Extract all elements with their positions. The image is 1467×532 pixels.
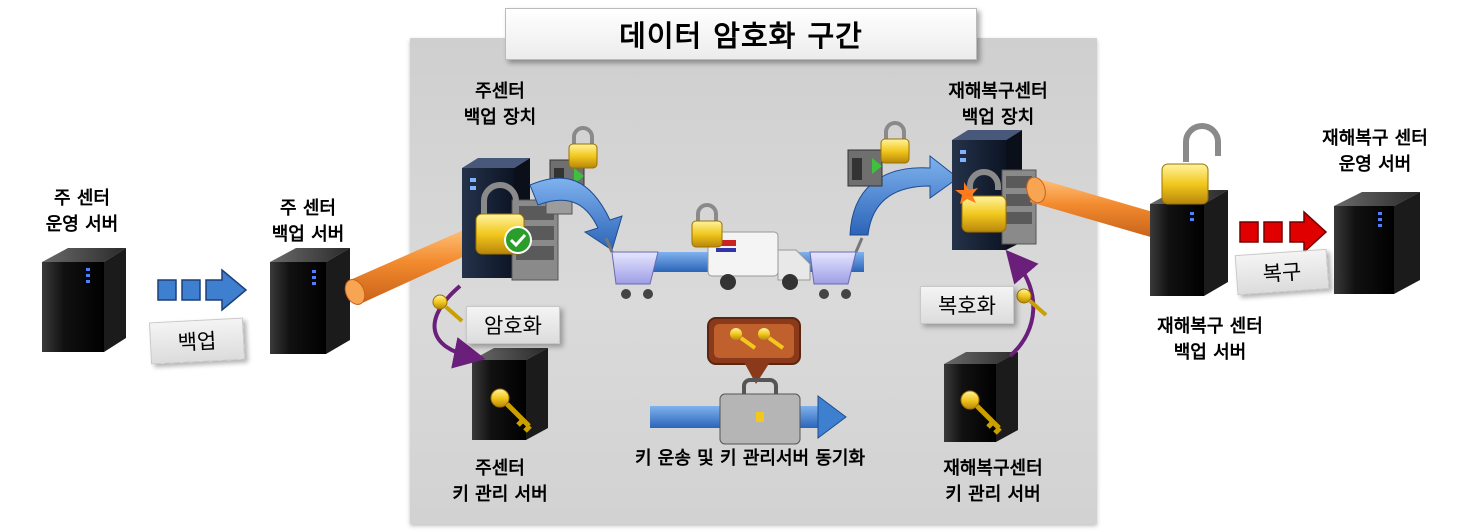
- key-icon-encrypt: [432, 294, 464, 323]
- lock-icon-small: [568, 126, 598, 169]
- main-backup-device-label: 주센터 백업 장치: [463, 81, 537, 128]
- dr-ops-server-label: 재해복구 센터 운영 서버: [1322, 128, 1428, 175]
- dr-backup-server-icon: [1150, 190, 1228, 296]
- tape-drive-icon-right: [847, 149, 883, 187]
- dr-key-server-icon: [944, 352, 1018, 442]
- decrypt-tag: 복호화: [920, 286, 1014, 324]
- cart-icon-right: [809, 237, 864, 299]
- key-icon-decrypt: [1016, 288, 1048, 317]
- main-key-server-icon: [472, 348, 548, 440]
- restore-tag: 복구: [1234, 248, 1330, 296]
- main-ops-server-label: 주 센터 운영 서버: [45, 188, 119, 235]
- key-bubble-icon: [707, 317, 801, 384]
- restore-arrow-icon: [1239, 210, 1328, 254]
- briefcase-icon: [719, 378, 801, 445]
- main-backup-server-label: 주 센터 백업 서버: [271, 198, 345, 245]
- main-key-server-label: 주센터 키 관리 서버: [452, 458, 548, 505]
- backup-arrow-icon: [157, 268, 248, 312]
- backup-tag: 백업: [148, 317, 246, 365]
- dr-ops-server-icon: [1334, 192, 1420, 294]
- dr-key-server-label: 재해복구센터 키 관리 서버: [943, 458, 1043, 505]
- lock-icon: [475, 182, 532, 255]
- sync-label: 키 운송 및 키 관리서버 동기화: [634, 448, 866, 469]
- main-ops-server-icon: [42, 248, 126, 352]
- lock-icon-small-right: [880, 121, 910, 164]
- encrypt-curve-arrow: [432, 284, 486, 369]
- data-pipe-right: [1026, 176, 1160, 238]
- truck-icon: [707, 231, 811, 290]
- transfer-arrow-right: [849, 154, 959, 236]
- encrypt-tag: 암호화: [466, 306, 560, 344]
- lock-icon-truck: [691, 203, 723, 248]
- data-pipe-left: [344, 228, 478, 305]
- dr-backup-device-label: 재해복구센터 백업 장치: [948, 81, 1048, 128]
- diagram-title: 데이터 암호화 구간: [505, 8, 977, 60]
- cart-icon-left: [604, 237, 659, 299]
- transfer-arrow-left: [529, 177, 623, 251]
- decrypt-curve-arrow: [1005, 249, 1039, 358]
- lock-icon-open-right: [955, 169, 1007, 233]
- main-backup-server-icon: [270, 248, 350, 354]
- dr-backup-server-label: 재해복구 센터 백업 서버: [1157, 316, 1263, 363]
- lock-icon-open: [1161, 123, 1221, 205]
